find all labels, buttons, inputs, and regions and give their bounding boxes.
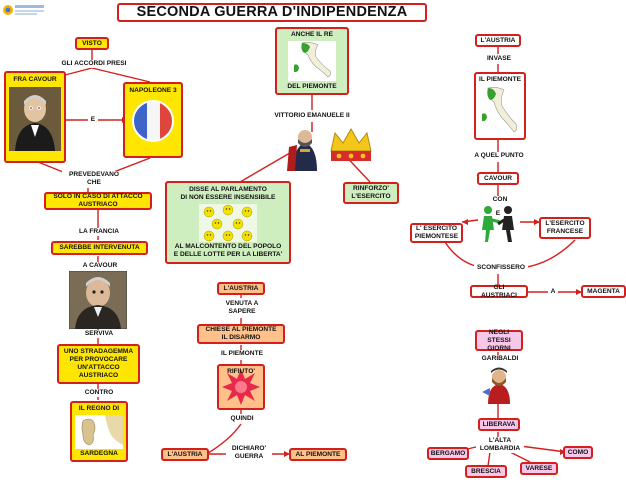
node-varese: VARESE bbox=[520, 462, 558, 475]
label-dichiaro: DICHIARO' GUERRA bbox=[226, 445, 272, 461]
label-garibaldi: GARIBALDI bbox=[472, 355, 528, 363]
rifiuto-label: RIFIUTO' bbox=[227, 368, 255, 375]
node-regno-sardegna: IL REGNO DI SARDEGNA bbox=[70, 401, 128, 462]
node-rifiuto: RIFIUTO' bbox=[217, 364, 265, 410]
label-serviva: SERVIVA bbox=[78, 330, 120, 338]
node-negli-stessi: NEGLI STESSI GIORNI bbox=[475, 329, 523, 352]
node-fra-cavour: FRA CAVOUR bbox=[4, 71, 66, 163]
malcontento-label: AL MALCONTENTO DEL POPOLO E DELLE LOTTE … bbox=[173, 243, 283, 258]
label-a-right: A bbox=[548, 288, 558, 296]
smiley-faces-icon bbox=[199, 203, 257, 242]
king-crown-icon bbox=[287, 127, 372, 171]
cavour-portrait-icon bbox=[9, 87, 61, 151]
label-venuta: VENUTA A SAPERE bbox=[218, 300, 266, 316]
sardegna-label: SARDEGNA bbox=[80, 450, 118, 457]
label-a-quel-punto: A QUEL PUNTO bbox=[470, 152, 528, 160]
explosion-burst-icon bbox=[222, 369, 260, 405]
two-figures-icon bbox=[482, 206, 514, 242]
french-flag-disc-icon bbox=[132, 100, 174, 142]
node-cavour: CAVOUR bbox=[477, 172, 519, 185]
label-quindi: QUINDI bbox=[224, 415, 260, 423]
node-anche-il-re: ANCHE IL RE DEL PIEMONTE bbox=[275, 27, 349, 95]
site-logo bbox=[2, 2, 46, 18]
label-contro: CONTRO bbox=[80, 389, 118, 397]
garibaldi-figure-icon bbox=[482, 367, 510, 404]
sardinia-map-icon bbox=[75, 414, 123, 449]
node-parlamento: DISSE AL PARLAMENTO DI NON ESSERE INSENS… bbox=[165, 181, 291, 264]
node-austriaci: GLI AUSTRIACI bbox=[470, 284, 528, 299]
map-title: SECONDA GUERRA D'INDIPENDENZA bbox=[117, 3, 427, 22]
node-esercito-piemontese: L' ESERCITO PIEMONTESE bbox=[410, 223, 463, 243]
parlamento-label: DISSE AL PARLAMENTO DI NON ESSERE INSENS… bbox=[180, 186, 276, 201]
label-la-francia: LA FRANCIA bbox=[72, 228, 126, 236]
del-piemonte-label: DEL PIEMONTE bbox=[287, 83, 337, 90]
node-como: COMO bbox=[563, 446, 593, 459]
node-sarebbe: SAREBBE INTERVENUTA bbox=[51, 241, 148, 255]
label-con: CON bbox=[490, 196, 510, 204]
node-al-piemonte: AL PIEMONTE bbox=[289, 448, 347, 461]
node-stradagemma: UNO STRADAGEMMA PER PROVOCARE UN'ATTACCO… bbox=[57, 344, 140, 384]
label-e-left: E bbox=[88, 116, 98, 124]
node-brescia: BRESCIA bbox=[465, 465, 507, 478]
label-il-piemonte-mid: IL PIEMONTE bbox=[212, 350, 272, 358]
fra-cavour-label: FRA CAVOUR bbox=[13, 76, 57, 83]
node-solo-in-caso: SOLO IN CASO DI ATTACCO AUSTRIACO bbox=[44, 192, 152, 210]
napoleone-label: NAPOLEONE 3 bbox=[129, 87, 177, 94]
node-il-piemonte: IL PIEMONTE bbox=[474, 72, 526, 140]
node-austria-bottom: L'AUSTRIA bbox=[161, 448, 209, 461]
italy-map-icon bbox=[288, 41, 336, 81]
label-lalta: L'ALTA LOMBARDIA bbox=[476, 437, 524, 453]
node-liberava: LIBERAVA bbox=[478, 418, 520, 431]
regno-label: IL REGNO DI bbox=[78, 405, 120, 412]
label-prevedevano: PREVEDEVANO CHE bbox=[62, 171, 126, 187]
label-e-right: E bbox=[495, 210, 501, 217]
node-bergamo: BERGAMO bbox=[427, 447, 469, 460]
node-magenta: MAGENTA bbox=[581, 285, 626, 298]
italy-map-icon-2 bbox=[482, 87, 517, 133]
label-invase: INVASE bbox=[480, 55, 518, 63]
label-a-cavour: A CAVOUR bbox=[76, 262, 124, 270]
node-visto: VISTO bbox=[75, 37, 109, 50]
node-chiese: CHIESE AL PIEMONTE IL DISARMO bbox=[197, 324, 285, 344]
node-rinforzo: RINFORZO' L'ESERCITO bbox=[343, 182, 399, 204]
node-austria-mid: L'AUSTRIA bbox=[217, 282, 265, 295]
label-accordi: GLI ACCORDI PRESI bbox=[52, 60, 136, 68]
anche-il-re-label: ANCHE IL RE bbox=[290, 31, 333, 38]
cavour-portrait-icon-2 bbox=[69, 271, 127, 329]
label-vittorio: VITTORIO EMANUELE II bbox=[256, 112, 368, 120]
node-austria-right: L'AUSTRIA bbox=[475, 34, 521, 47]
node-esercito-francese: L'ESERCITO FRANCESE bbox=[539, 217, 591, 239]
node-napoleone: NAPOLEONE 3 bbox=[123, 82, 183, 158]
label-sconfissero: SCONFISSERO bbox=[474, 264, 528, 272]
il-piemonte-label: IL PIEMONTE bbox=[478, 76, 521, 83]
